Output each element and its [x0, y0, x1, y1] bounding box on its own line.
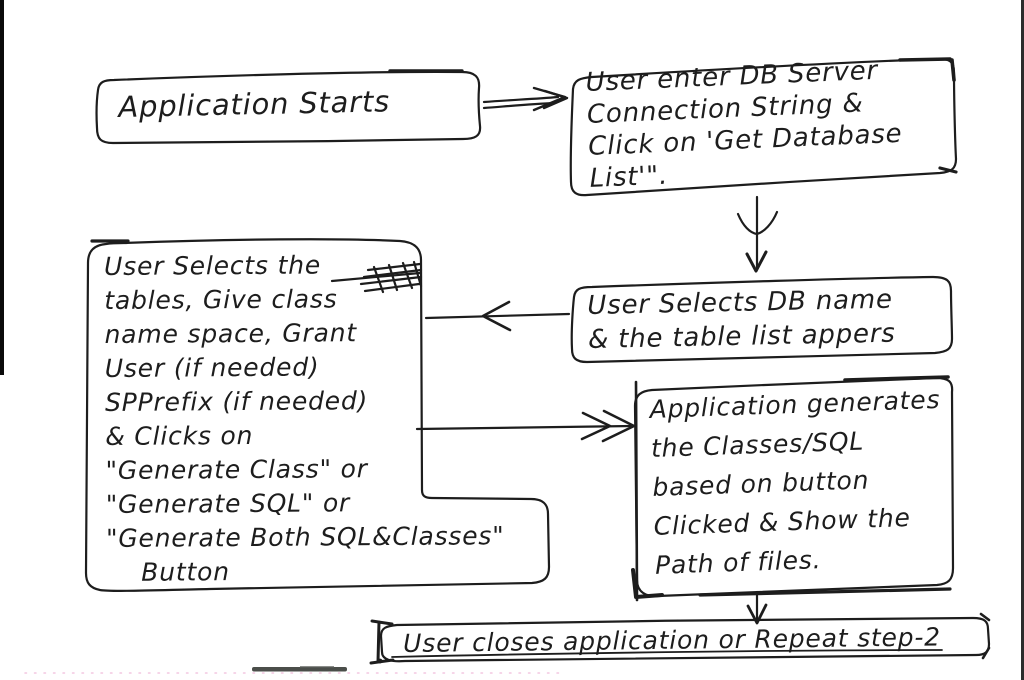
node-box-select-db — [570, 275, 954, 364]
scan-smudge-bottom-light — [300, 666, 334, 668]
scribble-strikethrough — [330, 260, 423, 294]
arrow-generate-to-close — [746, 590, 768, 625]
node-select-tables-generate-buttons: User Selects the tables, Give class name… — [104, 250, 505, 587]
node-box-start — [95, 69, 482, 145]
arrow-tables-to-generate — [415, 409, 636, 443]
scan-smudge-bottom — [252, 667, 347, 672]
node-application-starts: Application Starts — [118, 84, 391, 124]
node-select-db-name: User Selects DB name & the table list ap… — [587, 284, 896, 355]
arrow-start-to-connection — [482, 86, 569, 112]
node-enter-connection-string: User enter DB Server Connection String &… — [585, 55, 903, 194]
arrow-connection-to-selectdb — [736, 195, 779, 273]
scan-strip-left-edge — [0, 0, 4, 375]
node-box-select-tables — [84, 238, 551, 592]
scan-line-right-edge — [1021, 0, 1024, 680]
node-box-enter-connection — [569, 57, 958, 197]
arrow-selectdb-to-tables — [424, 300, 571, 332]
node-application-generates: Application generates the Classes/SQL ba… — [649, 384, 941, 580]
node-box-close — [369, 612, 991, 665]
node-box-generate — [631, 375, 955, 602]
